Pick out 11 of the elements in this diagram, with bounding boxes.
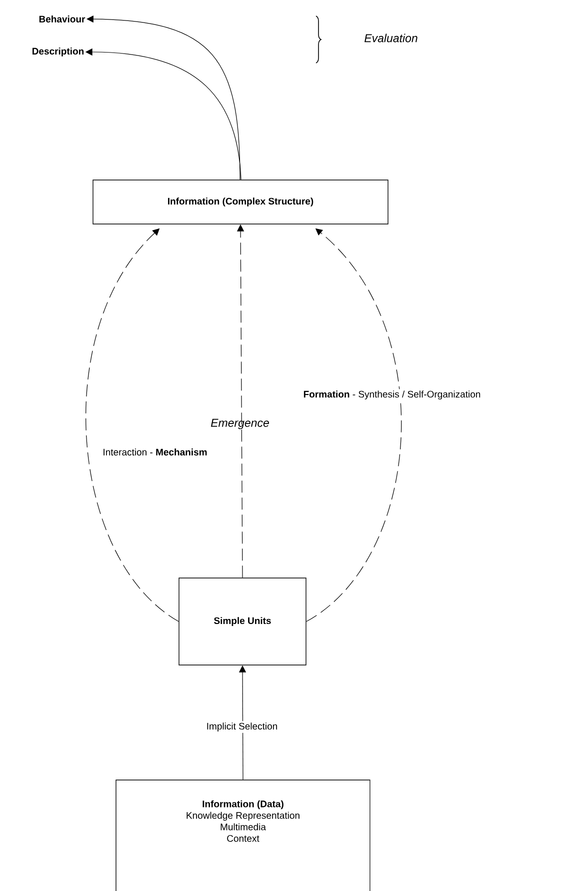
- edge-label: Interaction - Mechanism: [101, 447, 209, 457]
- process-box: Information (Data) Knowledge Representation Multimedia Context: [116, 780, 370, 891]
- arrow: [306, 228, 402, 622]
- edge-label: Implicit Selection: [204, 721, 280, 733]
- process-box: Simple Units: [178, 578, 306, 666]
- output-label: Behaviour: [39, 16, 86, 22]
- annotation-label: Evaluation: [364, 34, 418, 42]
- process-box: Information (Complex Structure): [92, 180, 388, 224]
- edge-label: Formation - Synthesis / Self-Organization: [302, 389, 482, 401]
- annotation-label: Emergence: [210, 418, 269, 430]
- output-label: Description: [32, 48, 84, 56]
